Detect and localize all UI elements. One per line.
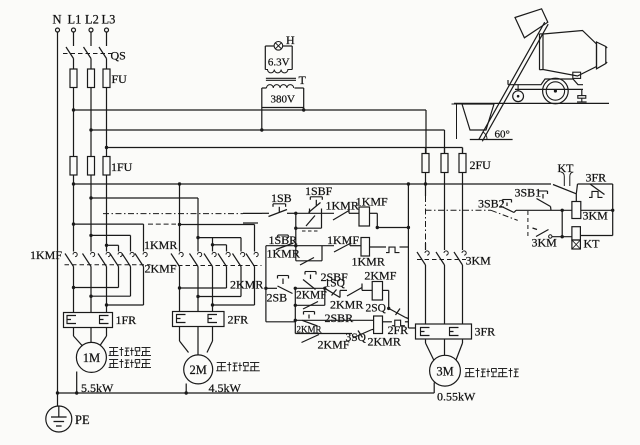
svg-text:1KMR: 1KMR: [267, 247, 300, 261]
svg-text:1FR: 1FR: [116, 313, 137, 327]
svg-text:KT: KT: [558, 161, 575, 175]
svg-text:2FR: 2FR: [388, 323, 409, 337]
svg-text:H: H: [286, 33, 295, 47]
svg-text:1KMR: 1KMR: [144, 238, 177, 252]
svg-text:1SBF: 1SBF: [305, 184, 333, 198]
svg-text:N: N: [53, 13, 62, 27]
svg-text:2SBR: 2SBR: [325, 311, 354, 325]
svg-text:2M: 2M: [190, 363, 207, 377]
svg-text:2KMR: 2KMR: [330, 298, 363, 312]
svg-text:KT: KT: [584, 237, 601, 251]
svg-text:6.3V: 6.3V: [268, 57, 290, 69]
svg-text:0.55kW: 0.55kW: [437, 390, 476, 404]
svg-text:3M: 3M: [436, 365, 453, 379]
svg-text:3FR: 3FR: [586, 171, 607, 185]
svg-text:2KMF: 2KMF: [296, 290, 327, 302]
svg-text:3SB2: 3SB2: [478, 197, 505, 211]
svg-text:2FU: 2FU: [470, 158, 492, 172]
svg-text:3FR: 3FR: [475, 325, 496, 339]
svg-text:2KMF: 2KMF: [318, 338, 350, 352]
svg-text:T: T: [299, 73, 307, 87]
svg-text:1SB: 1SB: [271, 191, 292, 205]
svg-text:2SBF: 2SBF: [321, 270, 349, 284]
svg-text:3SB1: 3SB1: [515, 186, 542, 200]
svg-text:1KMR: 1KMR: [326, 199, 359, 213]
svg-text:L2: L2: [85, 13, 99, 27]
svg-text:380V: 380V: [270, 94, 295, 106]
svg-text:3KM: 3KM: [583, 209, 609, 223]
svg-text:2SQ: 2SQ: [366, 303, 387, 315]
svg-text:1M: 1M: [83, 351, 100, 365]
svg-text:L3: L3: [102, 13, 116, 27]
svg-text:2KMF: 2KMF: [364, 269, 396, 283]
svg-text:PE: PE: [75, 413, 90, 427]
svg-text:1KMF: 1KMF: [30, 248, 62, 262]
svg-text:1KMF: 1KMF: [327, 233, 359, 247]
svg-text:3KM: 3KM: [532, 236, 558, 250]
svg-text:1FU: 1FU: [111, 160, 133, 174]
svg-text:FU: FU: [112, 72, 128, 86]
svg-text:L1: L1: [68, 13, 82, 27]
svg-text:2KMR: 2KMR: [297, 325, 322, 335]
svg-text:2KMF: 2KMF: [145, 262, 177, 276]
svg-text:QS: QS: [111, 49, 126, 63]
svg-text:5.5kW: 5.5kW: [81, 381, 114, 395]
svg-text:2SB: 2SB: [267, 291, 288, 305]
svg-text:3KM: 3KM: [466, 254, 492, 268]
svg-text:2KMR: 2KMR: [368, 335, 401, 349]
svg-text:1KMF: 1KMF: [356, 195, 388, 209]
svg-text:60°: 60°: [495, 129, 510, 141]
svg-text:4.5kW: 4.5kW: [209, 381, 242, 395]
svg-text:2KMR: 2KMR: [230, 278, 263, 292]
svg-text:2FR: 2FR: [228, 313, 249, 327]
svg-text:1KMR: 1KMR: [352, 255, 385, 269]
svg-text:1SQ: 1SQ: [325, 278, 346, 290]
